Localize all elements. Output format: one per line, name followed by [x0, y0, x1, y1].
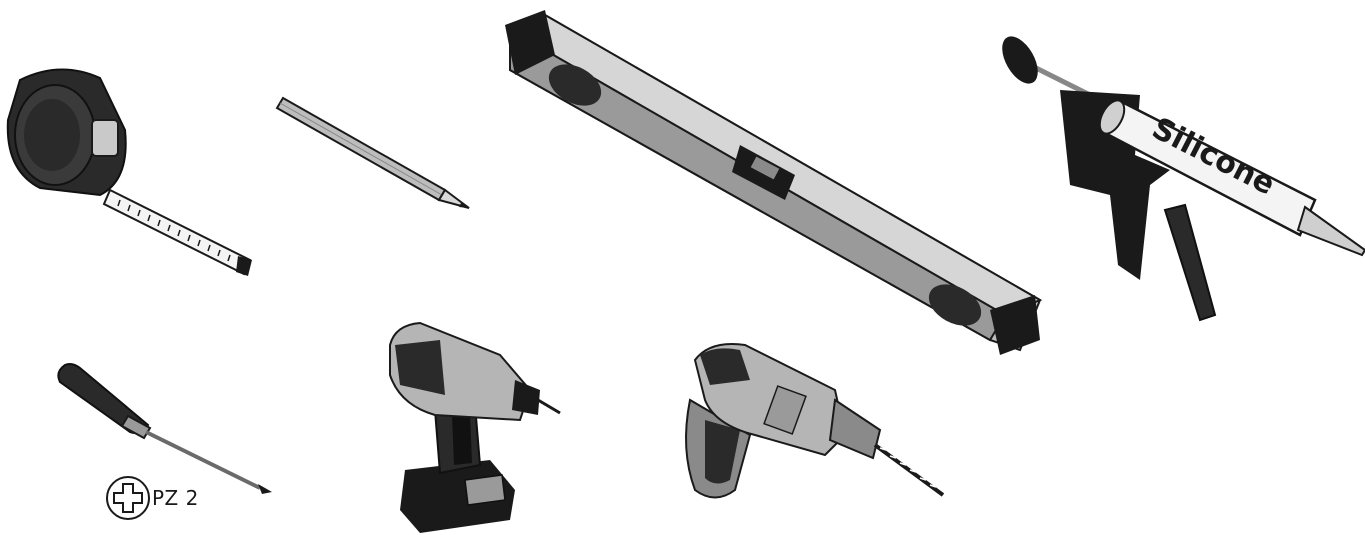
spirit-level-icon	[505, 10, 1043, 355]
cordless-drill-icon	[389, 321, 561, 533]
bit-size-label: PZ 2	[152, 486, 199, 510]
pencil-icon	[275, 96, 470, 209]
pozidriv-bit-icon	[106, 476, 150, 520]
corded-drill-icon	[685, 343, 945, 499]
caulking-gun-icon: Silicone	[1002, 36, 1365, 322]
tape-measure-icon	[6, 68, 252, 276]
screwdriver-icon	[57, 363, 272, 494]
